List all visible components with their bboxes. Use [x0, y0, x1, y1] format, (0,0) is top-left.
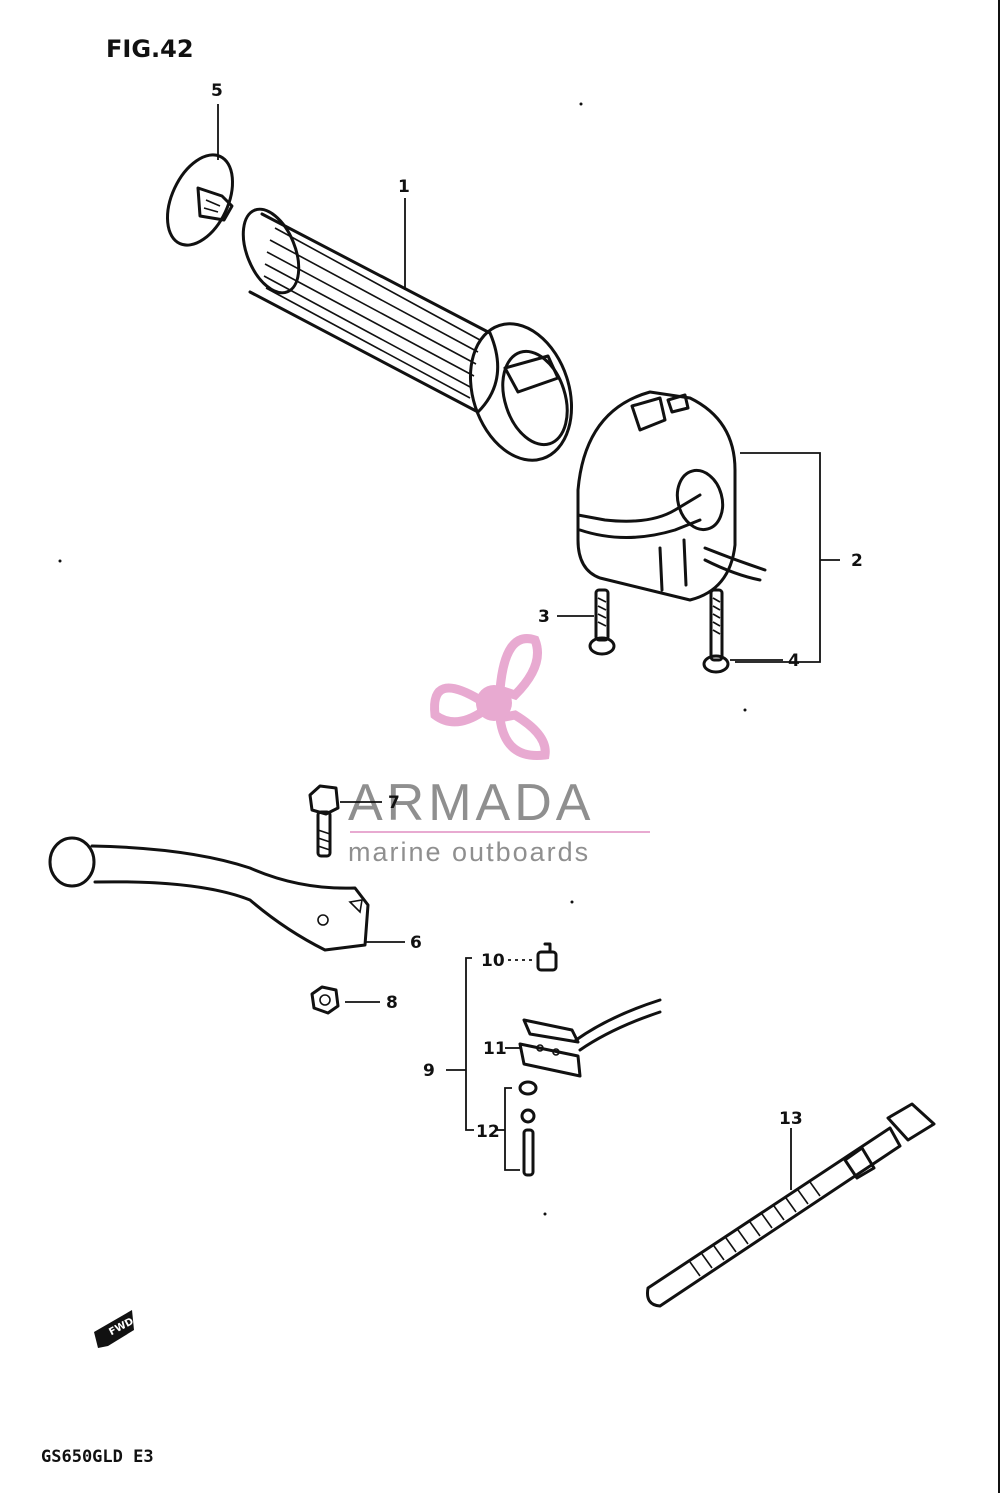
watermark-tagline: marine outboards: [348, 837, 590, 867]
callout-13: 13: [779, 1109, 803, 1129]
callout-9: 9: [423, 1061, 435, 1081]
model-code: GS650GLD E3: [41, 1447, 154, 1467]
propeller-logo-icon: [430, 634, 550, 761]
part-1-handlebar-grip: [241, 207, 574, 462]
part-7-bolt: [308, 784, 340, 858]
callout-1: 1: [398, 177, 410, 197]
part-13-cable-tie: [646, 1102, 936, 1308]
callout-3: 3: [538, 607, 550, 627]
callout-8: 8: [386, 993, 398, 1013]
part-3-screw: [588, 588, 616, 656]
part-11-stop-switch: [518, 998, 662, 1078]
callout-6: 6: [410, 933, 422, 953]
part-12-screw-set: [518, 1080, 538, 1177]
watermark-brand: ARMADA: [348, 774, 594, 832]
part-4-screw: [702, 588, 730, 674]
callout-11: 11: [483, 1039, 507, 1059]
fwd-arrow-icon: FWD: [94, 1310, 136, 1348]
callout-2: 2: [851, 551, 863, 571]
part-6-lever: [48, 836, 370, 952]
callout-7: 7: [388, 793, 400, 813]
callout-5: 5: [211, 81, 223, 101]
callout-10: 10: [481, 951, 505, 971]
callout-12: 12: [476, 1122, 500, 1142]
part-5-grip-end-cap: [166, 153, 234, 247]
part-2-switch-housing: [576, 390, 767, 602]
callout-4: 4: [788, 651, 800, 671]
watermark: ARMADA marine outboards: [348, 634, 650, 867]
part-8-nut: [310, 985, 340, 1015]
figure-title: FIG.42: [106, 35, 194, 63]
part-10-switch-screw: [536, 942, 558, 972]
